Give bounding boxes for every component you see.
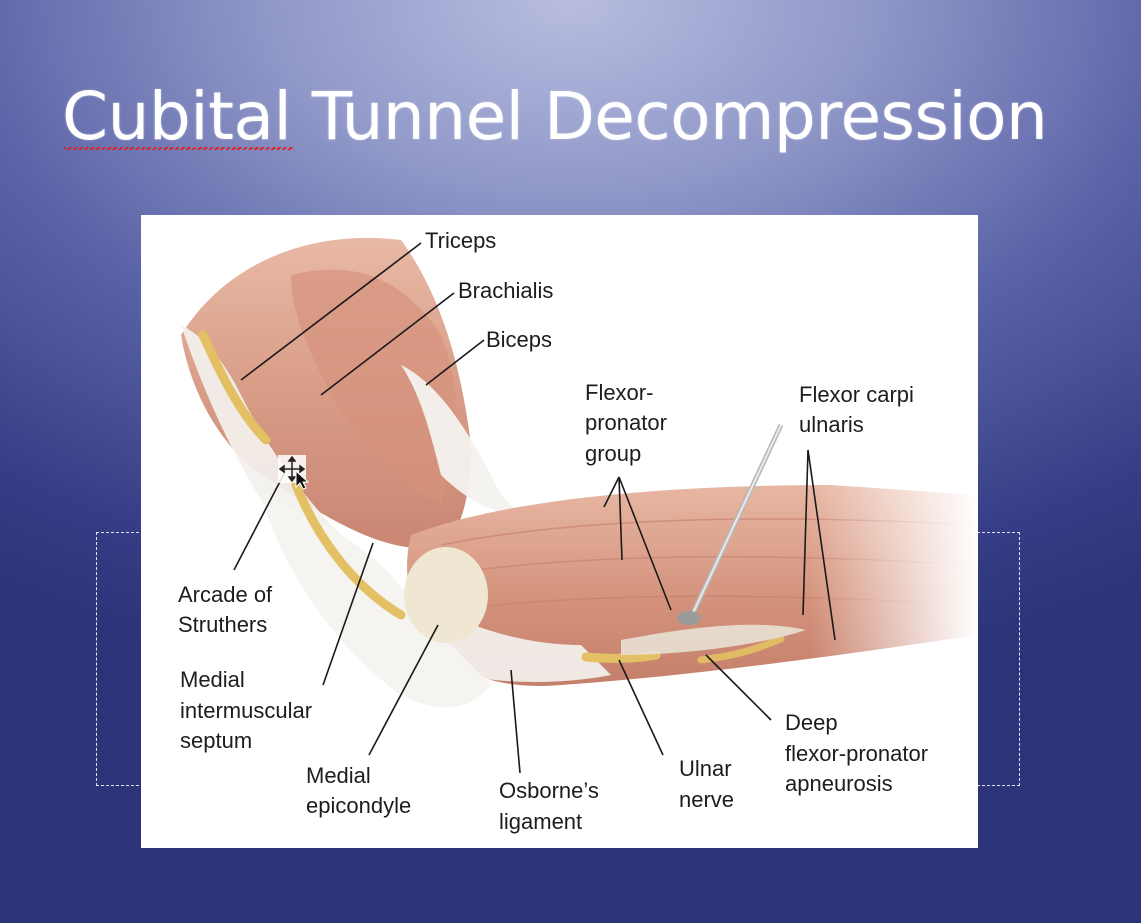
label-mis-3: septum [180,728,252,753]
label-osborne-2: ligament [499,809,582,834]
label-fcu-2: ulnaris [799,412,864,437]
label-biceps: Biceps [486,327,552,352]
flexor-pronator-pointer-2 [618,476,672,611]
label-deep-2: flexor-pronator [785,741,928,766]
label-deep-1: Deep [785,710,838,735]
label-mis-2: intermuscular [180,698,312,723]
label-ulnar-1: Ulnar [679,756,732,781]
mis-pointer [322,542,374,686]
move-cursor-icon [278,455,310,490]
biceps-pointer [425,339,485,386]
label-brachialis: Brachialis [458,278,553,303]
arcade-pointer [233,469,287,571]
anatomy-figure[interactable]: Triceps Brachialis Biceps Flexor- pronat… [141,215,978,848]
fcu-pointer-2 [807,449,836,641]
label-flexor-pronator-1: Flexor- [585,380,653,405]
label-ulnar-2: nerve [679,787,734,812]
brachialis-pointer [320,292,455,396]
osborne-pointer [510,669,521,774]
label-flexor-pronator-3: group [585,441,641,466]
triceps-pointer [240,242,422,381]
deep-aponeurosis-pointer [705,654,772,721]
label-deep-3: apneurosis [785,771,893,796]
label-osborne-1: Osborne’s [499,778,599,803]
label-mis-1: Medial [180,667,245,692]
label-arcade-1: Arcade of [178,582,273,607]
flexor-pronator-pointer-1 [618,476,623,561]
label-epicondyle-1: Medial [306,763,371,788]
slide-title[interactable]: Cubital Tunnel Decompression [62,78,1048,155]
epicondyle-pointer [368,624,439,756]
label-triceps: Triceps [425,228,496,253]
label-arcade-2: Struthers [178,612,267,637]
label-fcu-1: Flexor carpi [799,382,914,407]
label-flexor-pronator-2: pronator [585,410,667,435]
spellcheck-underline [64,147,294,150]
label-epicondyle-2: epicondyle [306,793,411,818]
flexor-pronator-pointer-3 [603,476,620,508]
fcu-pointer-1 [802,449,809,616]
ulnar-nerve-pointer [618,659,664,756]
elbow-illustration: Triceps Brachialis Biceps Flexor- pronat… [141,215,978,848]
